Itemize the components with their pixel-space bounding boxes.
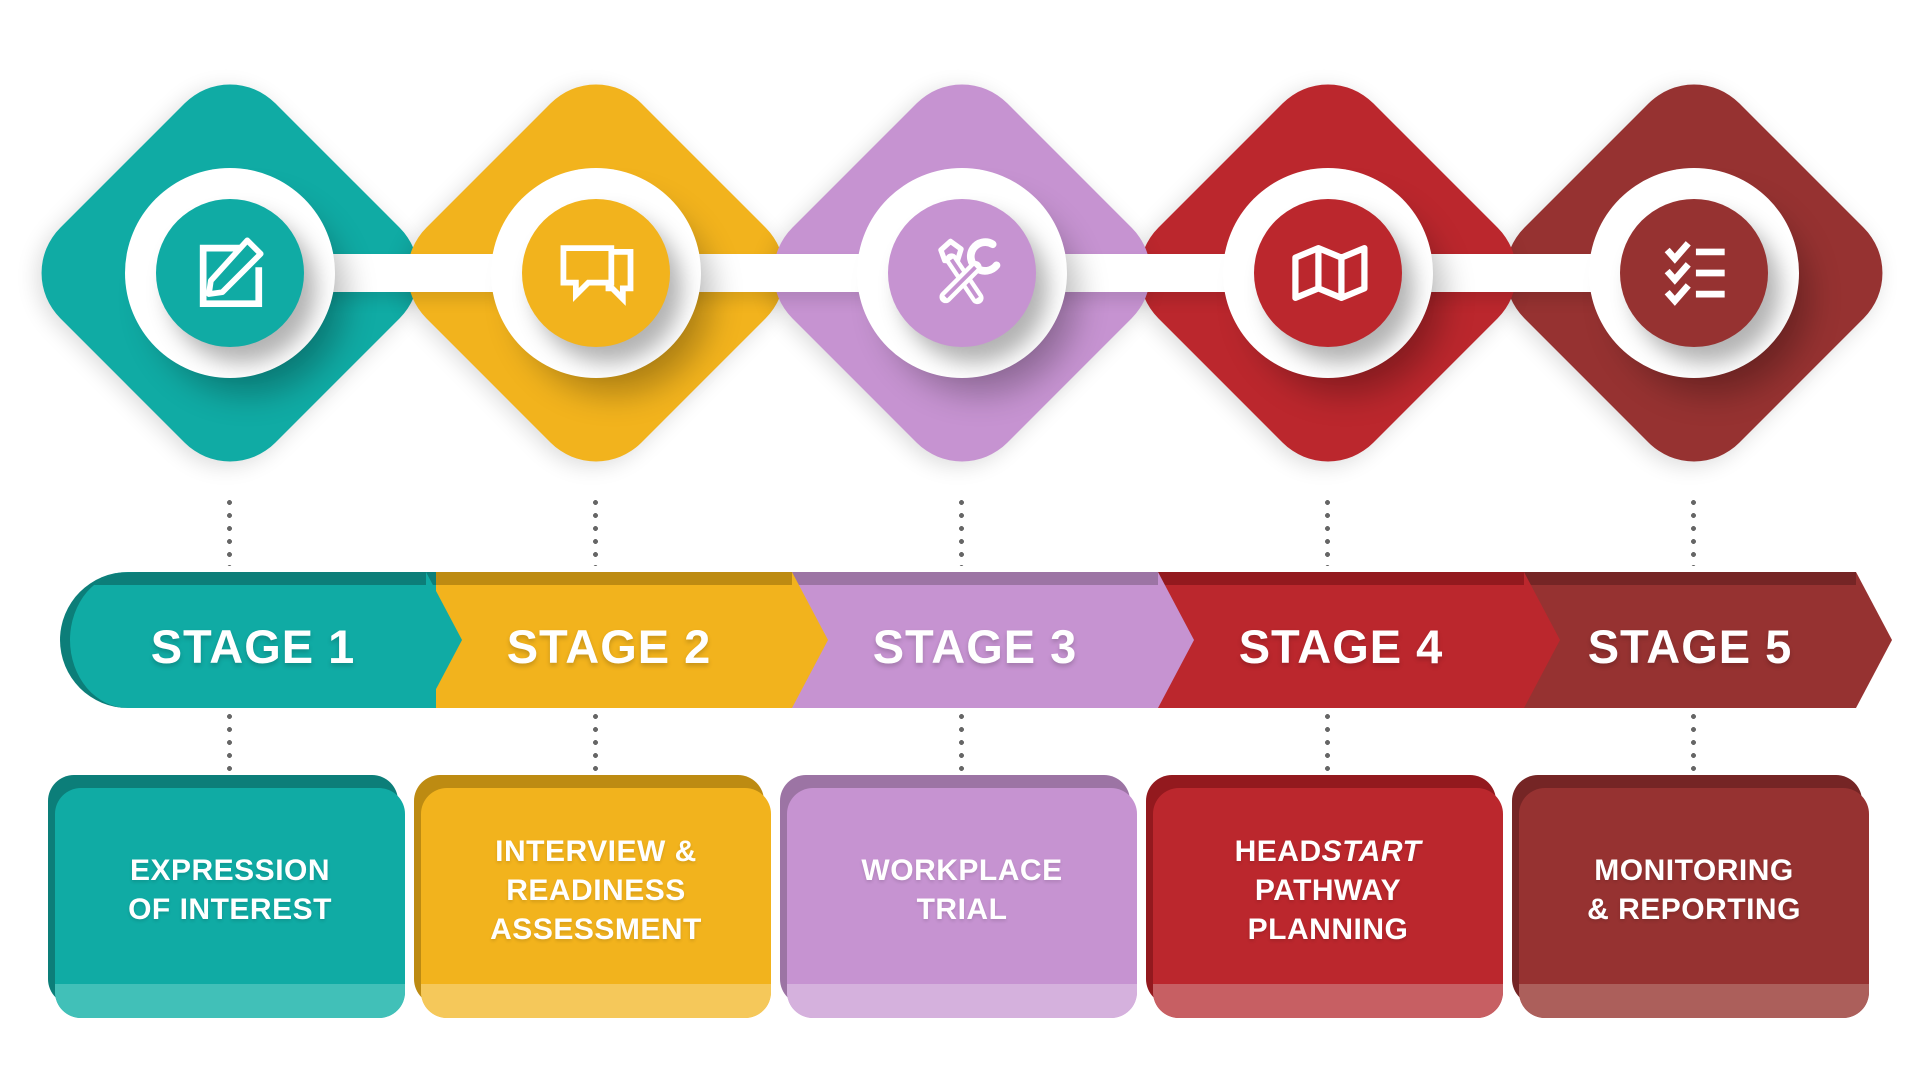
banner-rim [1524,572,1856,585]
edit-note-icon [199,237,264,308]
banner-rim [1158,572,1524,585]
stage-label: STAGE 5 [1587,619,1793,673]
dotted-connector [1325,714,1330,772]
dotted-connector [959,500,964,566]
banner-chevron [1158,572,1194,708]
box-bottom-strip [421,984,771,1018]
box-bottom-strip [787,984,1137,1018]
banner-chevron [1524,572,1560,708]
banner-stage-2: STAGE 2 [426,572,828,708]
dotted-connector [593,714,598,772]
stage-label: STAGE 2 [506,619,712,673]
dotted-connector [227,500,232,566]
box-bottom-strip [1519,984,1869,1018]
dotted-connector [593,500,598,566]
banner-stage-5: STAGE 5 [1524,572,1892,708]
dotted-connector [1691,500,1696,566]
stage-banner: STAGE 1 STAGE 2 STAGE 3 STAGE 4 [0,572,1920,708]
banner-rim [70,572,436,585]
banner-arrow-tip [1856,572,1892,708]
dotted-connector [959,714,964,772]
banner-stage-3: STAGE 3 [792,572,1194,708]
box-label: MONITORING& REPORTING [1587,854,1801,926]
stage-label: STAGE 4 [1238,619,1444,673]
banner-chevron [426,572,462,708]
banner-stage-4: STAGE 4 [1158,572,1560,708]
stage-label: STAGE 1 [150,619,356,673]
stage2-icon-circle [522,199,670,347]
map-icon [1292,244,1368,302]
stage5-info-box: MONITORING& REPORTING [1512,775,1869,1018]
box-bottom-strip [55,984,405,1018]
banner-rim [792,572,1158,585]
dotted-connector [227,714,232,772]
dotted-connector [1691,714,1696,772]
box-bottom-strip [1153,984,1503,1018]
banner-chevron [792,572,828,708]
stage1-icon-circle [156,199,304,347]
speech-bubbles-icon [560,245,634,306]
dotted-connector [1325,500,1330,566]
stage-label: STAGE 3 [872,619,1078,673]
stage3-icon-circle [888,199,1036,347]
checklist-icon [1664,241,1725,306]
banner-rim [426,572,792,585]
banner-stage-1: STAGE 1 [60,572,462,708]
stage5-icon-circle [1620,199,1768,347]
tools-icon [938,238,1001,305]
stage4-icon-circle [1254,199,1402,347]
